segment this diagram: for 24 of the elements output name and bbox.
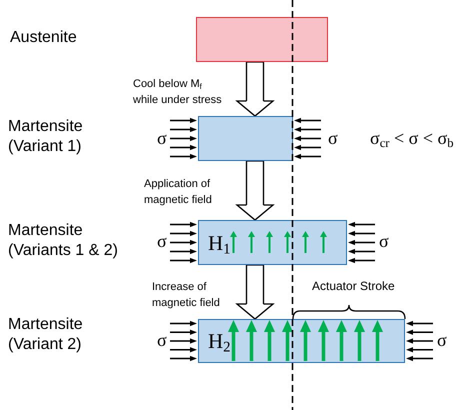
edge-label: Application of magnetic field <box>144 177 213 208</box>
field-label: H$_{1}$ <box>208 230 231 254</box>
edge-label: Increase of magnetic field <box>152 280 221 311</box>
stress-symbol: σ <box>437 329 447 351</box>
field-label: H$_{2}$ <box>208 329 231 353</box>
specimen-block <box>198 116 293 161</box>
stress-condition: σ$_{cr}$ < σ < σ$_{b}$ <box>370 127 454 149</box>
stress-symbol: σ <box>157 127 167 149</box>
state-label: Martensite (Variant 2) <box>8 315 84 355</box>
stress-symbol: σ <box>157 230 167 252</box>
block-arrow <box>236 264 274 320</box>
block-arrow <box>236 160 274 221</box>
specimen-block <box>198 319 405 363</box>
state-label: Austenite <box>10 28 77 48</box>
state-label: Martensite (Variants 1 & 2) <box>8 221 119 261</box>
edge-label: Cool below M$_{f}$ while under stress <box>133 77 223 108</box>
specimen-block <box>198 220 347 265</box>
specimen-block <box>196 17 328 62</box>
stroke-label: Actuator Stroke <box>312 278 395 294</box>
state-label: Martensite (Variant 1) <box>8 117 84 157</box>
stress-symbol: σ <box>328 127 338 149</box>
stress-symbol: σ <box>157 329 167 351</box>
stress-symbol: σ <box>379 230 389 252</box>
block-arrow <box>236 61 274 117</box>
